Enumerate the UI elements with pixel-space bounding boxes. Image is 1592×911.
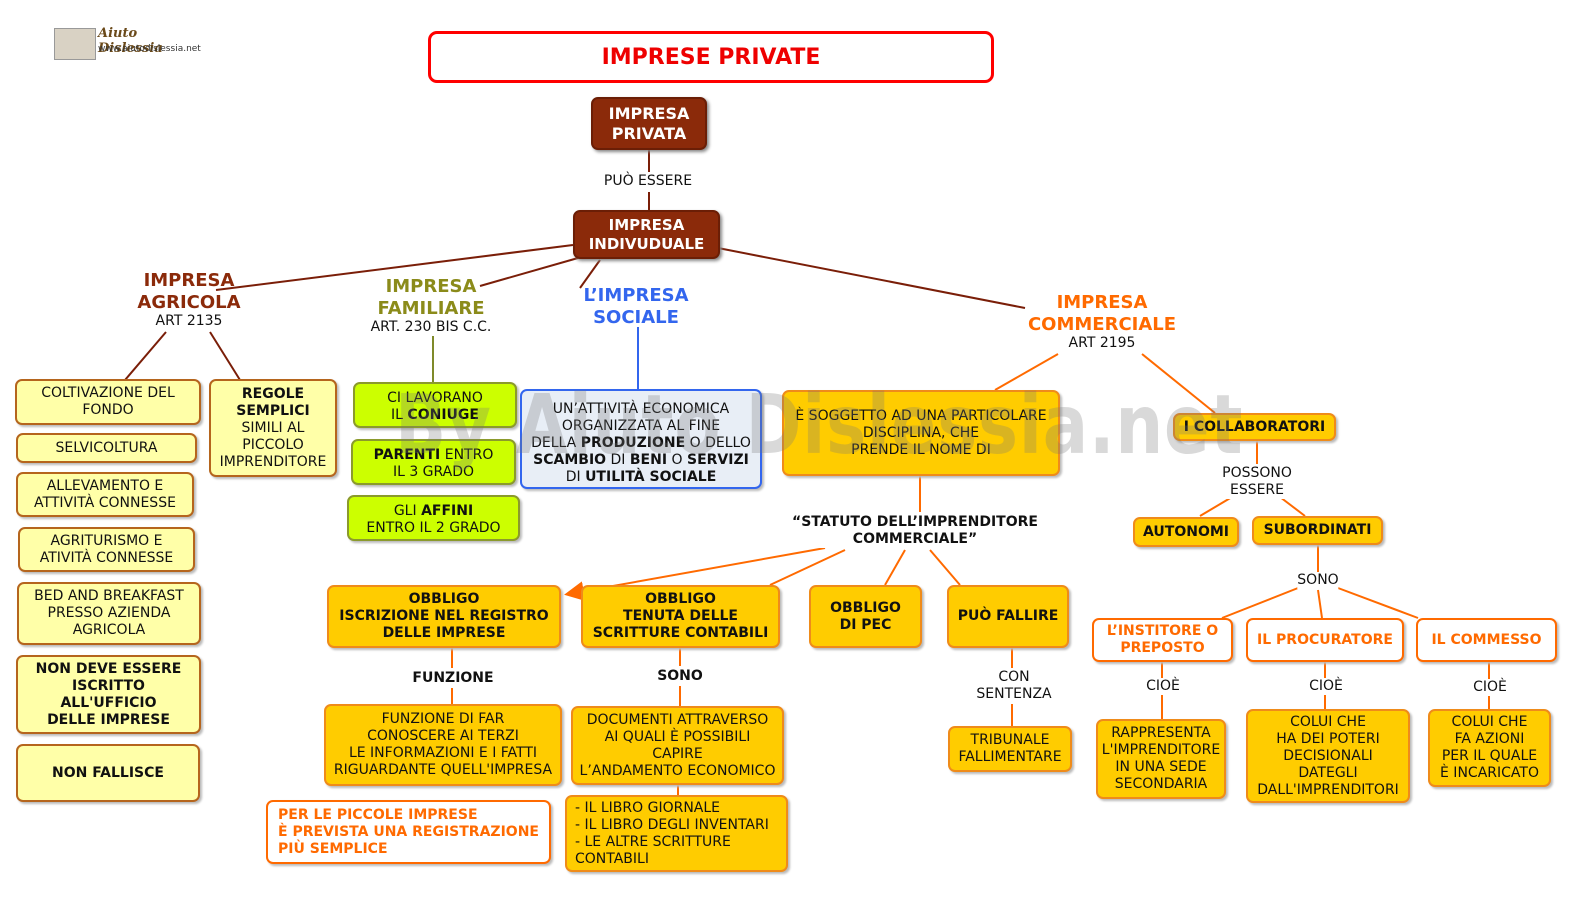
impresa-familiare-heading: IMPRESA FAMILIARE	[377, 276, 485, 319]
agricola-item: SELVICOLTURA	[16, 433, 197, 463]
piccole-imprese-note: PER LE PICCOLE IMPRESE È PREVISTA UNA RE…	[266, 800, 551, 864]
familiare-item-bold: AFFINI	[421, 503, 474, 519]
documenti-node: DOCUMENTI ATTRAVERSO AI QUALI È POSSIBIL…	[571, 706, 784, 785]
commesso-desc-node: COLUI CHE FA AZIONI PER IL QUALE È INCAR…	[1428, 709, 1551, 787]
watermark: By Aiuto Dislessia.net	[395, 378, 1244, 473]
commerciale-art: ART 2195	[1068, 335, 1136, 351]
sociale-description: UN’ATTIVITÀ ECONOMICA ORGANIZZATA AL FIN…	[520, 389, 762, 489]
procuratore-desc-node: COLUI CHE HA DEI POTERI DECISIONALI DATE…	[1246, 709, 1410, 803]
familiare-item: CI LAVORANO IL CONIUGE	[353, 382, 517, 428]
familiare-item: PARENTI ENTRO IL 3 GRADO	[351, 439, 516, 485]
sociale-text: DI	[565, 469, 581, 485]
regole-semplici-text: SIMILI AL PICCOLO IMPRENDITORE	[219, 419, 327, 470]
impresa-sociale-heading: L’IMPRESA SOCIALE	[583, 285, 689, 328]
impresa-agricola-heading: IMPRESA AGRICOLA	[137, 270, 241, 313]
sociale-text: O DELLO	[689, 435, 751, 451]
sociale-bold: BENI	[629, 452, 668, 468]
cioe-label: CIOÈ	[1473, 679, 1507, 696]
obbligo-pec-node: OBBLIGO DI PEC	[809, 585, 922, 648]
agricola-item: NON FALLISCE	[16, 744, 200, 802]
sociale-text: O	[667, 452, 687, 468]
impresa-commerciale-heading: IMPRESA COMMERCIALE	[1027, 292, 1177, 335]
sociale-text: UN’ATTIVITÀ ECONOMICA ORGANIZZATA AL FIN…	[531, 401, 730, 451]
puo-essere-label: PUÒ ESSERE	[603, 173, 693, 190]
commesso-node: IL COMMESSO	[1416, 618, 1557, 662]
agricola-item: AGRITURISMO E ATIVITÀ CONNESSE	[18, 527, 195, 572]
libri-contabili-node: - IL LIBRO GIORNALE - IL LIBRO DEGLI INV…	[565, 795, 788, 872]
sociale-bold: SCAMBIO	[533, 452, 607, 468]
familiare-item-bold: PARENTI	[373, 447, 441, 463]
book-icon	[54, 28, 96, 60]
familiare-item-text: ENTRO IL 3 GRADO	[392, 447, 494, 480]
obbligo-scritture-node: OBBLIGO TENUTA DELLE SCRITTURE CONTABILI	[581, 585, 780, 648]
collaboratori-node: I COLLABORATORI	[1173, 413, 1336, 441]
sociale-bold: PRODUZIONE	[580, 435, 686, 451]
agricola-item: NON DEVE ESSERE ISCRITTO ALL'UFFICIO DEL…	[16, 655, 201, 734]
sono-collab-label: SONO	[1297, 572, 1339, 589]
regole-semplici-bold: REGOLE SEMPLICI	[236, 385, 310, 419]
possono-essere-label: POSSONO ESSERE	[1222, 465, 1292, 499]
funzione-label: FUNZIONE	[412, 670, 494, 687]
regole-semplici-node: REGOLE SEMPLICI SIMILI AL PICCOLO IMPREN…	[209, 379, 337, 477]
sociale-text: DI	[606, 452, 630, 468]
familiare-item: GLI AFFINI ENTRO IL 2 GRADO	[347, 495, 520, 541]
obbligo-registro-node: OBBLIGO ISCRIZIONE NEL REGISTRO DELLE IM…	[327, 585, 561, 648]
cioe-label: CIOÈ	[1146, 678, 1180, 695]
institore-node: L’INSTITORE O PREPOSTO	[1092, 618, 1233, 662]
impresa-individuale-node: IMPRESA INDIVUDUALE	[573, 210, 720, 259]
impresa-privata-node: IMPRESA PRIVATA	[591, 97, 707, 150]
page-title: IMPRESE PRIVATE	[428, 31, 994, 83]
agricola-art: ART 2135	[155, 313, 223, 329]
procuratore-node: IL PROCURATORE	[1246, 618, 1404, 662]
autonomi-node: AUTONOMI	[1133, 517, 1239, 547]
cioe-label: CIOÈ	[1309, 678, 1343, 695]
funzione-desc-node: FUNZIONE DI FAR CONOSCERE AI TERZI LE IN…	[324, 704, 562, 786]
institore-desc-node: RAPPRESENTA L'IMPRENDITORE IN UNA SEDE S…	[1096, 719, 1226, 799]
sono-label: SONO	[657, 668, 703, 685]
subordinati-node: SUBORDINATI	[1252, 516, 1383, 545]
site-logo: Aiuto Dislessia www.aiutodislessia.net	[54, 26, 204, 60]
con-sentenza-label: CON SENTENZA	[976, 669, 1052, 703]
familiare-art: ART. 230 BIS C.C.	[370, 319, 492, 335]
familiare-item-text: GLI	[393, 503, 422, 519]
disciplina-node: È SOGGETTO AD UNA PARTICOLARE DISCIPLINA…	[782, 390, 1060, 476]
familiare-item-bold: CONIUGE	[407, 407, 479, 423]
sociale-bold: UTILITÀ SOCIALE	[585, 469, 717, 485]
tribunale-node: TRIBUNALE FALLIMENTARE	[948, 726, 1072, 772]
statuto-label: “STATUTO DELL’IMPRENDITORE COMMERCIALE”	[792, 514, 1038, 548]
agricola-item: ALLEVAMENTO E ATTIVITÀ CONNESSE	[16, 472, 194, 517]
familiare-item-text: CI LAVORANO IL	[387, 390, 483, 423]
familiare-item-text: ENTRO IL 2 GRADO	[366, 520, 501, 536]
sociale-bold: SERVIZI	[686, 452, 749, 468]
agricola-item: COLTIVAZIONE DEL FONDO	[15, 379, 201, 425]
logo-name: Aiuto Dislessia	[98, 26, 163, 56]
logo-url: www.aiutodislessia.net	[98, 44, 201, 54]
agricola-item: BED AND BREAKFAST PRESSO AZIENDA AGRICOL…	[17, 582, 201, 645]
puo-fallire-node: PUÒ FALLIRE	[947, 585, 1069, 648]
